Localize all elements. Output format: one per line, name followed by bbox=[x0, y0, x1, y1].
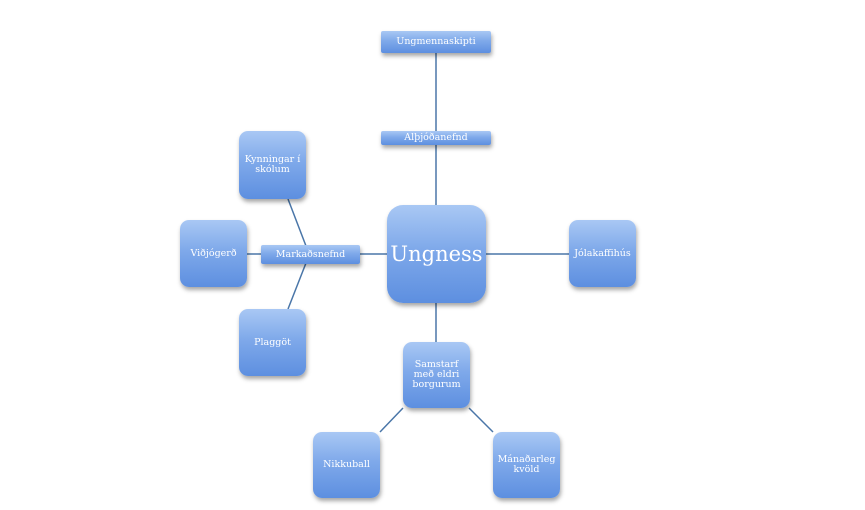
node-posters: Plaggöt bbox=[239, 309, 306, 376]
node-posters-label: Plaggöt bbox=[254, 336, 291, 348]
node-christmas-cafe-label: Jólakaffihús bbox=[574, 247, 631, 259]
node-marketing-label: Markaðsnefnd bbox=[275, 248, 346, 260]
node-international: Alþjóðanefnd bbox=[381, 131, 491, 145]
node-school-promo: Kynningar í skólum bbox=[239, 131, 306, 199]
node-monthly: Mánaðarleg kvöld bbox=[493, 432, 560, 498]
node-center: Ungness bbox=[387, 205, 486, 303]
node-monthly-label: Mánaðarleg kvöld bbox=[497, 454, 556, 475]
node-marketing: Markaðsnefnd bbox=[261, 245, 360, 264]
connector-school-marketing bbox=[287, 198, 307, 247]
node-exchange: Ungmennaskipti bbox=[381, 31, 491, 53]
node-exchange-label: Ungmennaskipti bbox=[396, 36, 476, 48]
connector-marketing-posters bbox=[287, 262, 307, 310]
node-dance-label: Nikkuball bbox=[323, 459, 370, 471]
node-elders: Samstarf með eldri borgurum bbox=[403, 342, 470, 408]
node-christmas-cafe: Jólakaffihús bbox=[569, 220, 636, 287]
node-center-label: Ungness bbox=[390, 241, 483, 266]
node-dance: Nikkuball bbox=[313, 432, 380, 498]
node-repair: Viðjógerð bbox=[180, 220, 247, 287]
connector-elders-dance bbox=[379, 407, 404, 433]
node-repair-label: Viðjógerð bbox=[190, 247, 237, 259]
connector-elders-monthly bbox=[468, 407, 494, 433]
node-school-promo-label: Kynningar í skólum bbox=[244, 154, 301, 175]
node-elders-label: Samstarf með eldri borgurum bbox=[412, 359, 461, 390]
node-international-label: Alþjóðanefnd bbox=[404, 132, 468, 144]
